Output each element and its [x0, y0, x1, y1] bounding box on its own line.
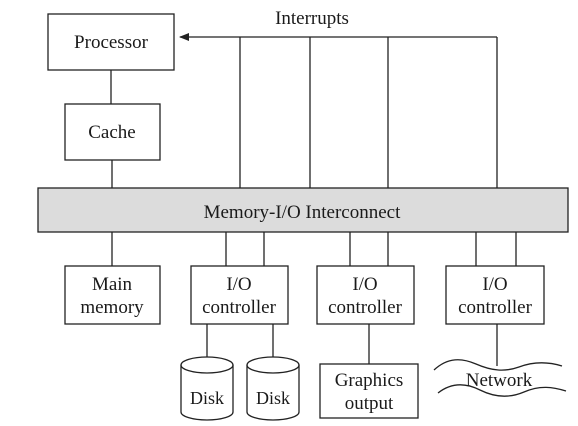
disk-1-top — [180, 356, 234, 374]
cache-label: Cache — [88, 122, 135, 143]
io-controller-box-1 — [190, 265, 289, 325]
disk-2-body — [246, 365, 300, 421]
io-controller-2-label-line1: I/O — [352, 274, 377, 295]
interrupt-lines — [179, 33, 498, 188]
io-controller-3-label-line2: controller — [458, 297, 533, 318]
io-controller-2-label-line2: controller — [328, 297, 403, 318]
cache-box — [64, 103, 161, 161]
graphics-output-label-line2: output — [345, 393, 394, 414]
io-controller-3-label-line1: I/O — [482, 274, 507, 295]
io-controller-1-label-line1: I/O — [226, 274, 251, 295]
io-controller-1-label-line2: controller — [202, 297, 277, 318]
interconnect-bus — [37, 187, 569, 233]
graphics-output-box — [319, 363, 419, 419]
network-shape: Network — [433, 359, 567, 397]
disk-1-label: Disk — [190, 388, 224, 408]
processor-label: Processor — [74, 32, 149, 53]
main-memory-label-line1: Main — [92, 274, 133, 295]
main-memory-box — [64, 265, 161, 325]
processor-box — [47, 13, 175, 71]
network-bottom-wave — [437, 384, 567, 397]
bus-device-links — [111, 232, 517, 266]
network-top-wave — [433, 359, 563, 371]
interrupts-label: Interrupts — [275, 8, 349, 29]
io-controller-box-2 — [316, 265, 415, 325]
network-label: Network — [466, 370, 533, 391]
graphics-output-label-line1: Graphics — [335, 370, 404, 391]
disk-1-body — [180, 365, 234, 421]
main-memory-label-line2: memory — [80, 297, 144, 318]
disk-1: Disk — [180, 356, 234, 421]
interconnect-label: Memory-I/O Interconnect — [204, 202, 402, 223]
disk-2-label: Disk — [256, 388, 290, 408]
disk-2-top — [246, 356, 300, 374]
io-controller-box-3 — [445, 265, 545, 325]
disk-2: Disk — [246, 356, 300, 421]
